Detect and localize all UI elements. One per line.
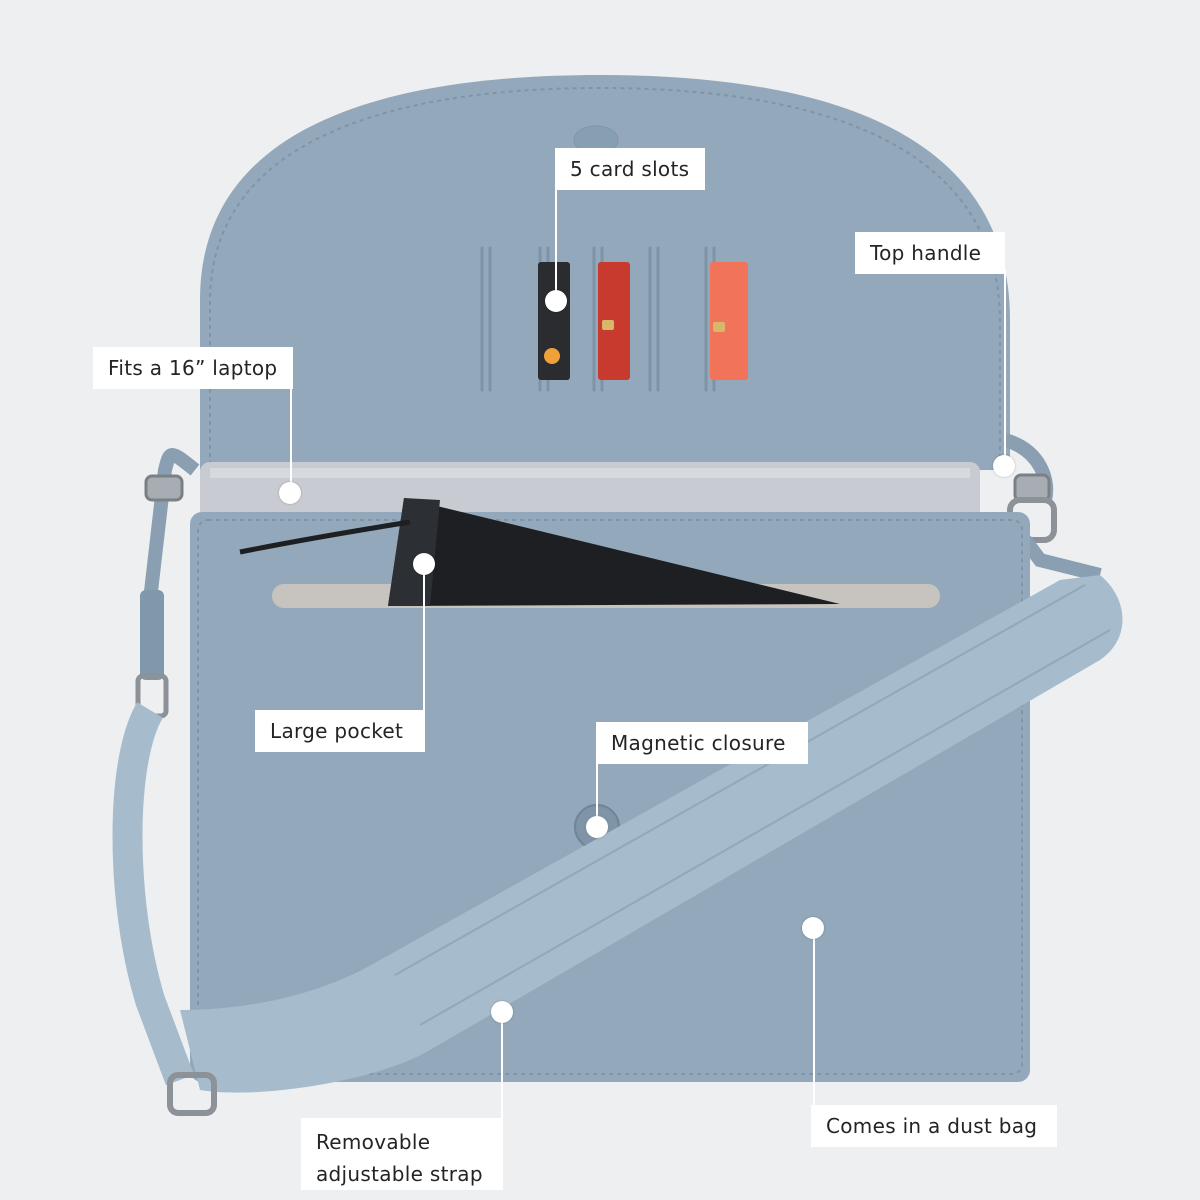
dust-bag-leader	[813, 935, 815, 1105]
magnetic-closure-dot	[586, 816, 608, 838]
strap-dot	[491, 1001, 513, 1023]
strap-leader	[501, 1015, 503, 1120]
top-handle-dot	[993, 455, 1015, 477]
dust-bag-callout: Comes in a dust bag	[811, 1105, 1057, 1147]
magnetic-closure-callout: Magnetic closure	[596, 722, 808, 764]
bag-body	[190, 498, 1030, 1082]
card-slots-dot	[545, 290, 567, 312]
side-strap-hardware	[135, 448, 200, 719]
strap-callout: Removable adjustable strap	[301, 1118, 503, 1190]
cards	[538, 262, 748, 380]
card-slots-callout: 5 card slots	[555, 148, 705, 190]
magnetic-closure-leader	[596, 760, 598, 820]
top-handle-leader	[1004, 270, 1006, 460]
large-pocket-dot	[413, 553, 435, 575]
laptop-callout: Fits a 16” laptop	[93, 347, 293, 389]
laptop-dot	[279, 482, 301, 504]
laptop-leader	[290, 385, 292, 490]
large-pocket-leader	[423, 565, 425, 715]
dust-bag-dot	[802, 917, 824, 939]
shoulder-strap	[112, 575, 1123, 1116]
card-slots-leader	[555, 190, 557, 300]
top-handle-callout: Top handle	[855, 232, 1005, 274]
large-pocket-callout: Large pocket	[255, 710, 425, 752]
